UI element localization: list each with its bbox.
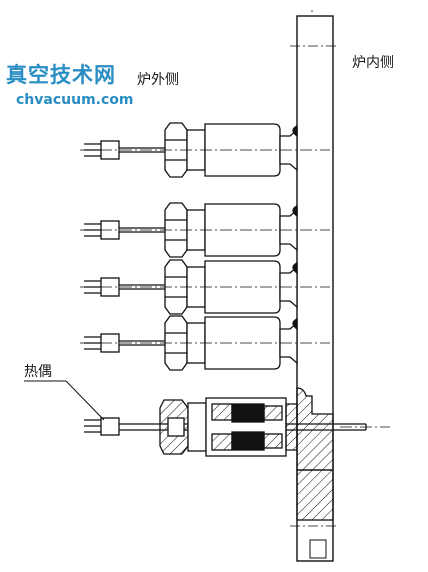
thermocouple-leader xyxy=(24,380,105,421)
wall-boss-section xyxy=(296,387,334,559)
label-outer-side: 炉外侧 xyxy=(137,72,179,88)
feedthrough-assembly xyxy=(80,259,330,315)
feedthrough-assembly xyxy=(80,202,330,258)
feedthrough-group xyxy=(80,122,330,371)
label-thermocouple: 热偶 xyxy=(24,364,52,380)
watermark-url: chvacuum.com xyxy=(16,92,133,108)
thermocouple-feedthrough xyxy=(84,397,390,457)
watermark-cn: 真空技术网 xyxy=(6,62,116,87)
feedthrough-assembly xyxy=(80,122,330,178)
label-inner-side: 炉内侧 xyxy=(352,55,394,71)
feedthrough-assembly xyxy=(80,315,330,371)
